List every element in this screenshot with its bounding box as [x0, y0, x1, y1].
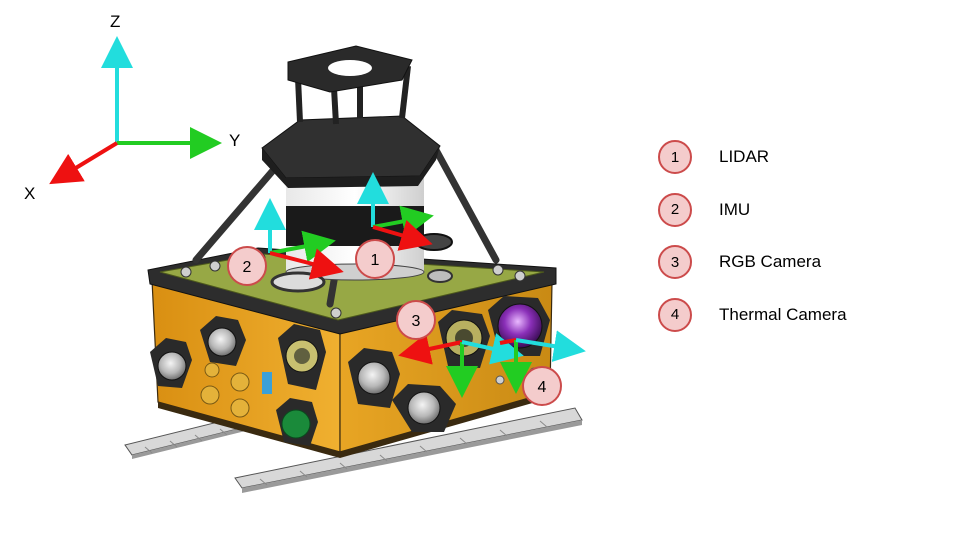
legend-number-badge: 2 — [658, 192, 692, 227]
rgb-camera-lens — [438, 310, 490, 368]
marker-4-number: 4 — [538, 379, 547, 396]
legend: 1 LIDAR 2 IMU 3 RGB Camera 4 Thermal Cam… — [658, 140, 918, 350]
marker-3: 3 — [396, 300, 436, 340]
marker-4: 4 — [522, 366, 562, 406]
port-connector-1 — [150, 338, 192, 388]
legend-item-imu: 2 IMU — [658, 192, 918, 227]
imu-frame — [254, 198, 344, 280]
port-connector-4 — [392, 384, 456, 432]
legend-item-rgb-camera: 3 RGB Camera — [658, 245, 918, 279]
legend-label: RGB Camera — [719, 252, 822, 271]
marker-1: 1 — [355, 239, 395, 279]
marker-1-number: 1 — [371, 252, 380, 269]
vent-holes — [200, 362, 250, 418]
green-button — [276, 398, 318, 446]
x-axis-label: X — [24, 184, 35, 203]
marker-3-number: 3 — [412, 313, 421, 330]
legend-label: LIDAR — [719, 147, 770, 166]
y-axis-label: Y — [229, 131, 240, 150]
marker-2-number: 2 — [243, 259, 252, 276]
global-axes: Z Y X — [24, 12, 240, 203]
port-connector-2 — [200, 316, 246, 366]
legend-item-thermal-camera: 4 Thermal Camera — [658, 297, 918, 332]
x-axis-arrow — [49, 141, 119, 185]
legend-label: Thermal Camera — [719, 304, 847, 324]
rgb-camera-left — [278, 324, 326, 390]
marker-2: 2 — [227, 246, 267, 286]
z-axis-label: Z — [110, 12, 120, 31]
legend-number-badge: 1 — [658, 140, 692, 174]
thermal-camera-frame — [499, 330, 586, 394]
port-connector-3 — [348, 348, 400, 408]
legend-label: IMU — [719, 199, 751, 219]
legend-number-badge: 3 — [658, 245, 692, 279]
legend-number-badge: 4 — [658, 297, 692, 332]
rgb-camera-frame — [398, 333, 524, 398]
lidar-frame — [357, 172, 434, 251]
front-left-ports — [150, 316, 326, 446]
legend-item-lidar: 1 LIDAR — [658, 140, 918, 174]
